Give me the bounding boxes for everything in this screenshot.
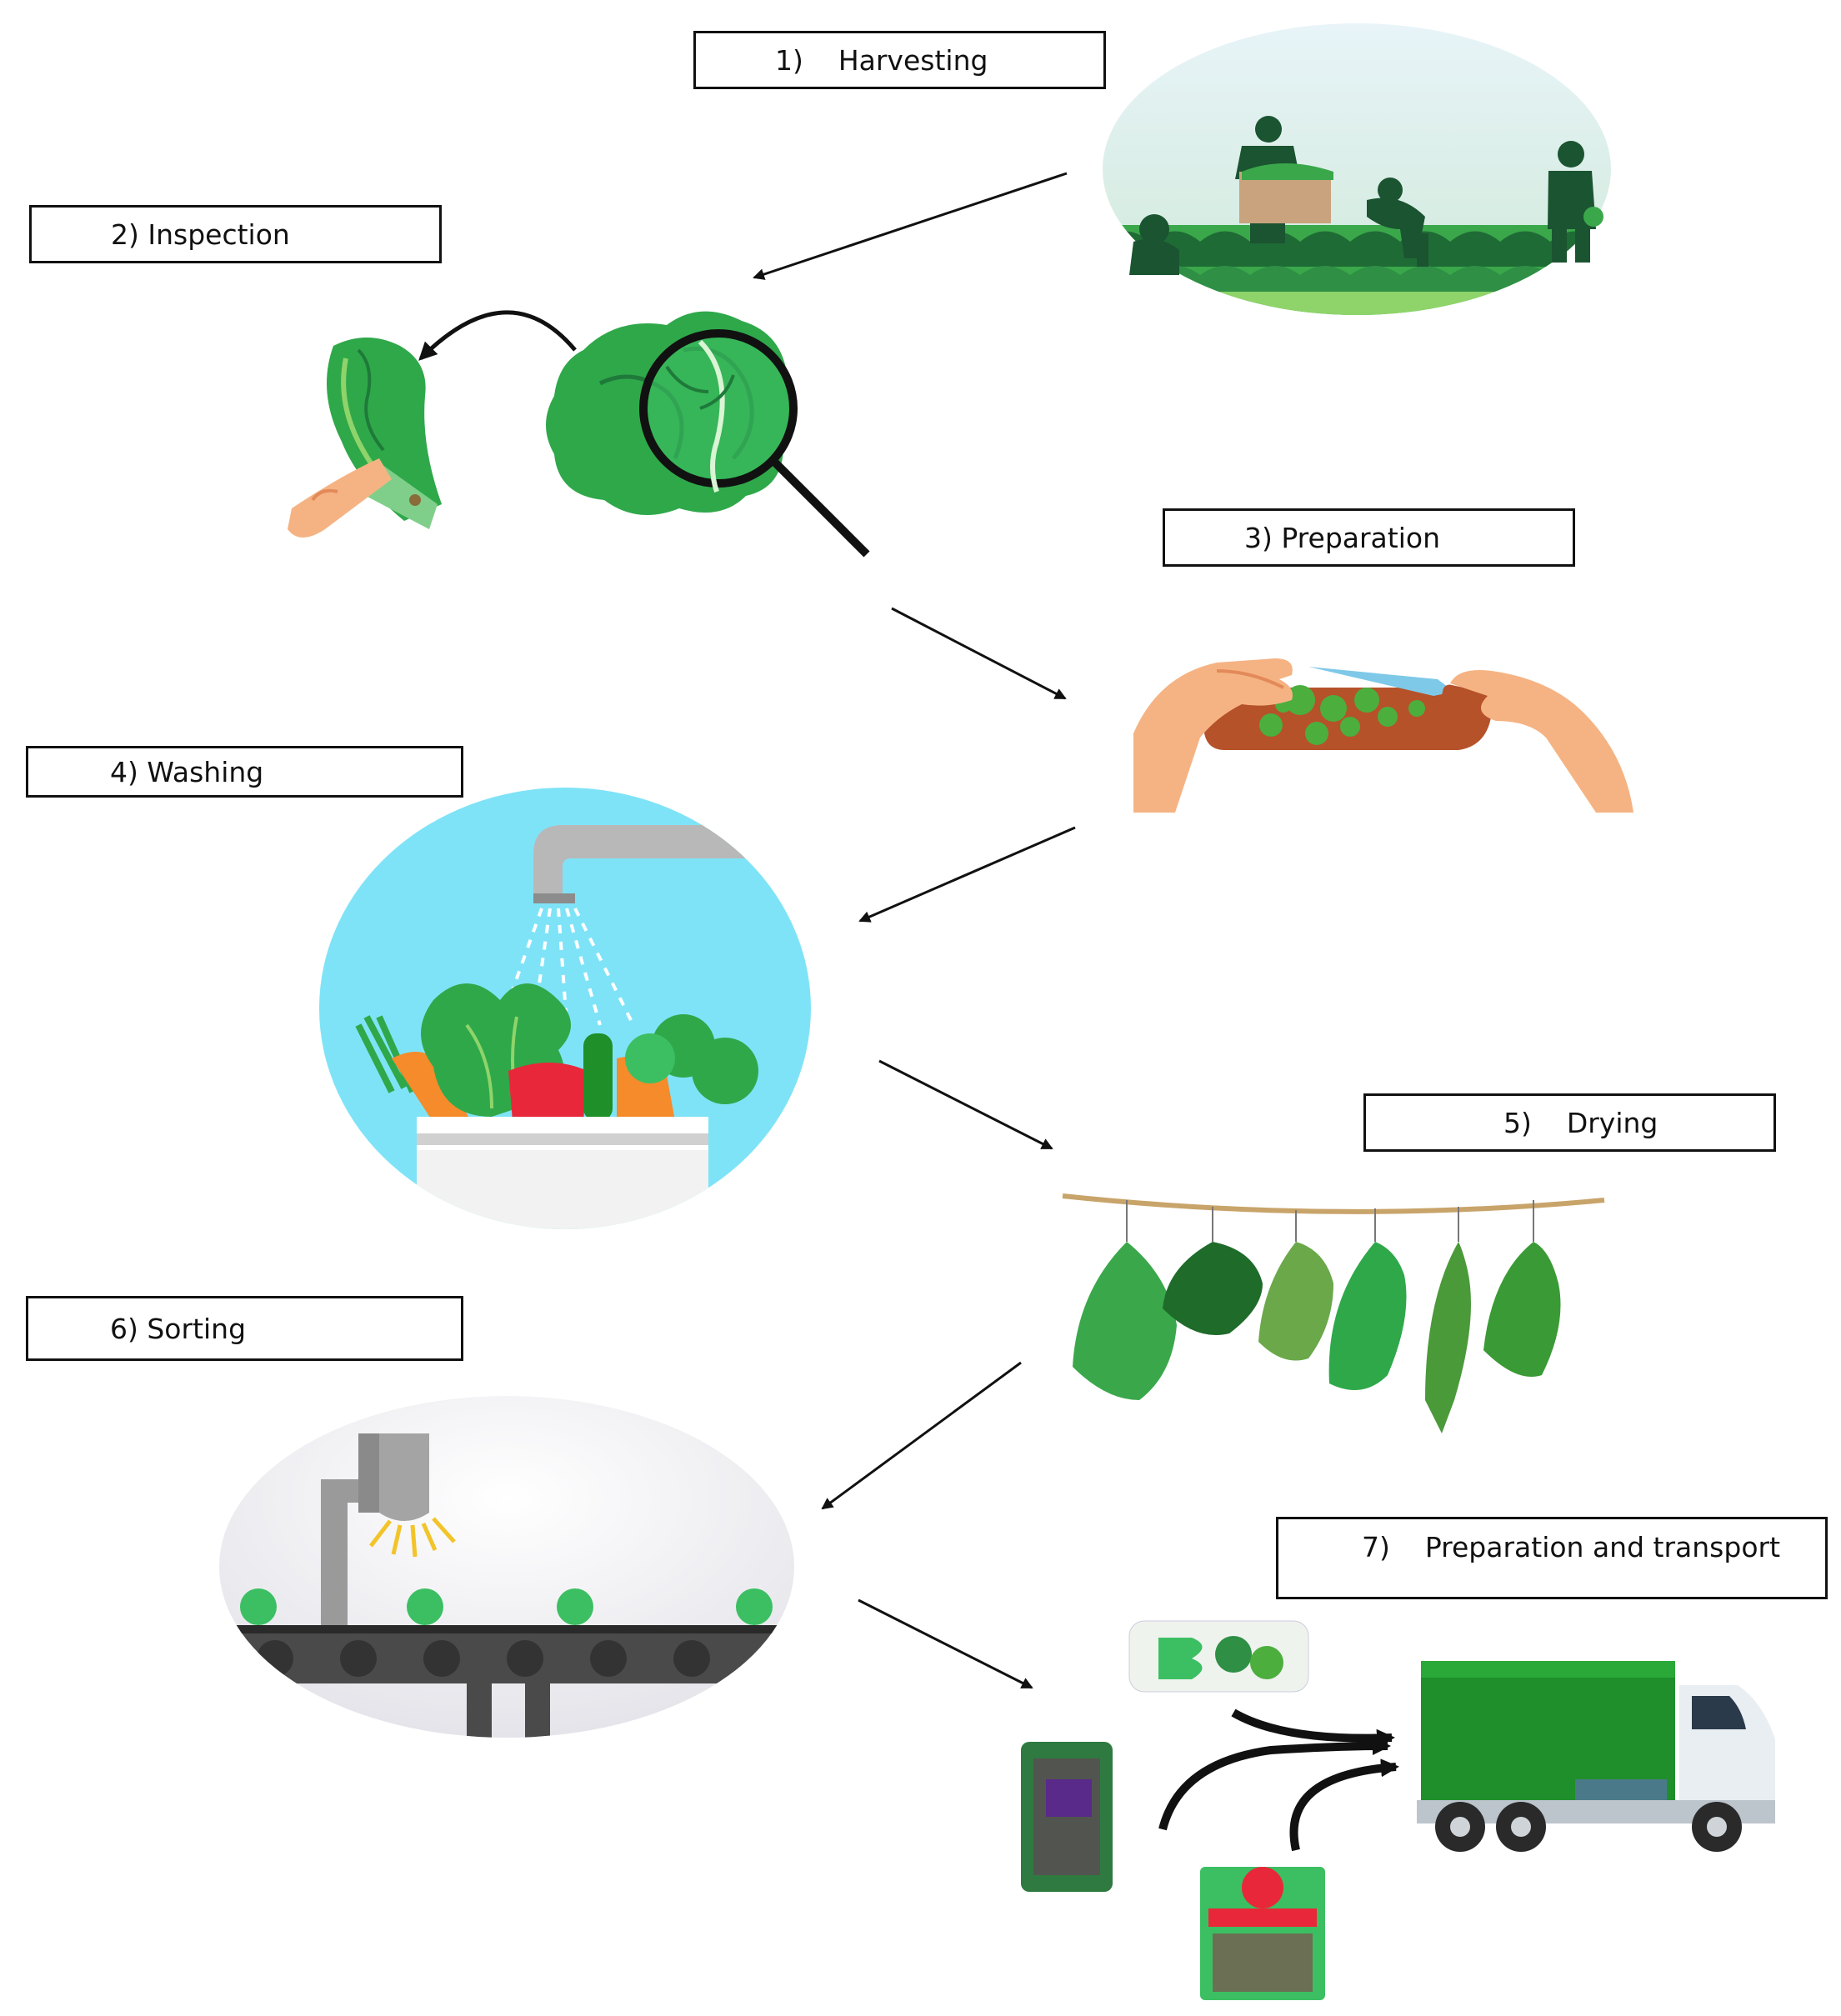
lettuce-hand-icon — [288, 338, 442, 538]
cutting-board-icon — [1133, 658, 1633, 813]
step-transport-label: 7) Preparation and transport — [1276, 1517, 1828, 1599]
curved-arrow-icon — [418, 310, 577, 361]
washing-sink-icon — [319, 788, 811, 1229]
harvest-scene-icon — [1103, 23, 1611, 315]
step-drying-text: 5) Drying — [1503, 1106, 1658, 1139]
magnifier-lettuce-icon — [546, 311, 870, 558]
step-sorting-label: 6) Sorting — [26, 1296, 463, 1361]
step-washing-text: 4) Washing — [110, 755, 264, 788]
step-inspection-label: 2) Inspection — [29, 205, 442, 263]
arrow-sorting-to-transport — [858, 1598, 1033, 1689]
salad-packages-icon — [1021, 1620, 1325, 2000]
flow-arrows — [753, 172, 1076, 1689]
truck-icon — [1417, 1661, 1775, 1852]
step-preparation-label: 3) Preparation — [1163, 508, 1575, 567]
step-harvesting-text: 1) Harvesting — [775, 43, 988, 77]
package-to-truck-arrows-icon — [1158, 1708, 1399, 1852]
arrow-preparation-to-washing — [858, 826, 1076, 923]
drying-herbs-icon — [1062, 1193, 1605, 1433]
arrow-inspection-to-preparation — [891, 607, 1067, 700]
arrow-washing-to-drying — [878, 1059, 1053, 1150]
step-drying-label: 5) Drying — [1363, 1093, 1776, 1152]
arrow-drying-to-sorting — [821, 1361, 1022, 1510]
step-inspection-text: 2) Inspection — [111, 218, 290, 251]
step-transport-text: 7) Preparation and transport — [1362, 1531, 1781, 1563]
sorting-conveyor-icon — [219, 1396, 794, 1738]
step-harvesting-label: 1) Harvesting — [693, 31, 1106, 89]
step-sorting-text: 6) Sorting — [110, 1312, 247, 1345]
step-washing-label: 4) Washing — [26, 746, 463, 798]
step-preparation-text: 3) Preparation — [1244, 521, 1440, 554]
arrow-harvest-to-inspection — [753, 172, 1068, 280]
